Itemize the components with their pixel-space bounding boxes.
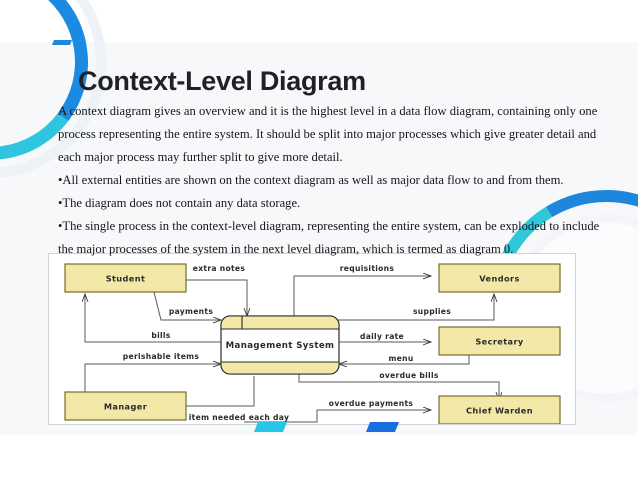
flow-line-supplies bbox=[334, 294, 494, 321]
entity-label-secretary: Secretary bbox=[475, 337, 524, 347]
entity-label-student: Student bbox=[106, 274, 146, 284]
context-level-diagram: Student Vendors Secretary Manager Chief … bbox=[48, 253, 576, 425]
flow-label-perishable-items: perishable items bbox=[123, 352, 200, 361]
entity-vendors[interactable]: Vendors bbox=[438, 263, 561, 293]
entity-boxes: Student Vendors Secretary Manager Chief … bbox=[64, 263, 561, 424]
flow-label-extra-notes: extra notes bbox=[193, 264, 246, 273]
flow-label-overdue-bills: overdue bills bbox=[379, 371, 439, 380]
diagram-svg: Student Vendors Secretary Manager Chief … bbox=[64, 263, 561, 424]
flow-line-bills bbox=[85, 294, 221, 343]
flow-label-item-needed: item needed each day bbox=[189, 413, 289, 422]
process-label: Management System bbox=[226, 341, 335, 351]
body-copy: A context diagram gives an overview and … bbox=[58, 100, 614, 261]
flow-line-item-needed bbox=[171, 376, 255, 406]
bullet-external-entities: •All external entities are shown on the … bbox=[58, 173, 564, 187]
flow-line-payments bbox=[153, 291, 221, 320]
entity-student[interactable]: Student bbox=[64, 263, 187, 293]
entity-label-manager: Manager bbox=[104, 402, 148, 412]
paragraph-intro: A context diagram gives an overview and … bbox=[58, 104, 598, 164]
flow-lines bbox=[84, 276, 499, 423]
process-top-band bbox=[220, 315, 340, 330]
flow-label-supplies: supplies bbox=[413, 307, 451, 316]
slide-bottom-band bbox=[0, 435, 638, 493]
entity-chief-warden[interactable]: Chief Warden bbox=[438, 395, 561, 424]
flow-line-requisitions bbox=[293, 276, 431, 316]
flow-labels: extra notes payments bills requisitions … bbox=[123, 264, 451, 422]
decorative-blue-accent-top bbox=[51, 40, 73, 45]
flow-label-overdue-payments: overdue payments bbox=[329, 399, 414, 408]
entity-label-vendors: Vendors bbox=[479, 274, 519, 284]
flow-line-overdue-bills bbox=[298, 372, 499, 400]
process-bottom-band bbox=[220, 361, 340, 375]
flow-label-bills: bills bbox=[151, 331, 170, 340]
flow-label-payments: payments bbox=[169, 307, 213, 316]
flow-line-menu bbox=[339, 354, 470, 364]
flow-line-extra-notes bbox=[186, 279, 247, 316]
decorative-cyan-accent-bottom bbox=[253, 422, 288, 432]
flow-label-daily-rate: daily rate bbox=[360, 332, 404, 341]
entity-label-chief-warden: Chief Warden bbox=[466, 406, 533, 416]
flow-line-perishable-items bbox=[84, 364, 221, 394]
process-management-system[interactable]: Management System bbox=[220, 315, 340, 375]
bullet-no-data-storage: •The diagram does not contain any data s… bbox=[58, 196, 301, 210]
flow-label-requisitions: requisitions bbox=[340, 264, 395, 273]
bullet-single-process: •The single process in the context-level… bbox=[58, 219, 600, 256]
page-title: Context-Level Diagram bbox=[78, 66, 366, 96]
decorative-blue-accent-bottom bbox=[365, 422, 400, 432]
flow-label-menu: menu bbox=[388, 354, 413, 363]
entity-secretary[interactable]: Secretary bbox=[438, 326, 561, 356]
entity-manager[interactable]: Manager bbox=[64, 391, 187, 421]
